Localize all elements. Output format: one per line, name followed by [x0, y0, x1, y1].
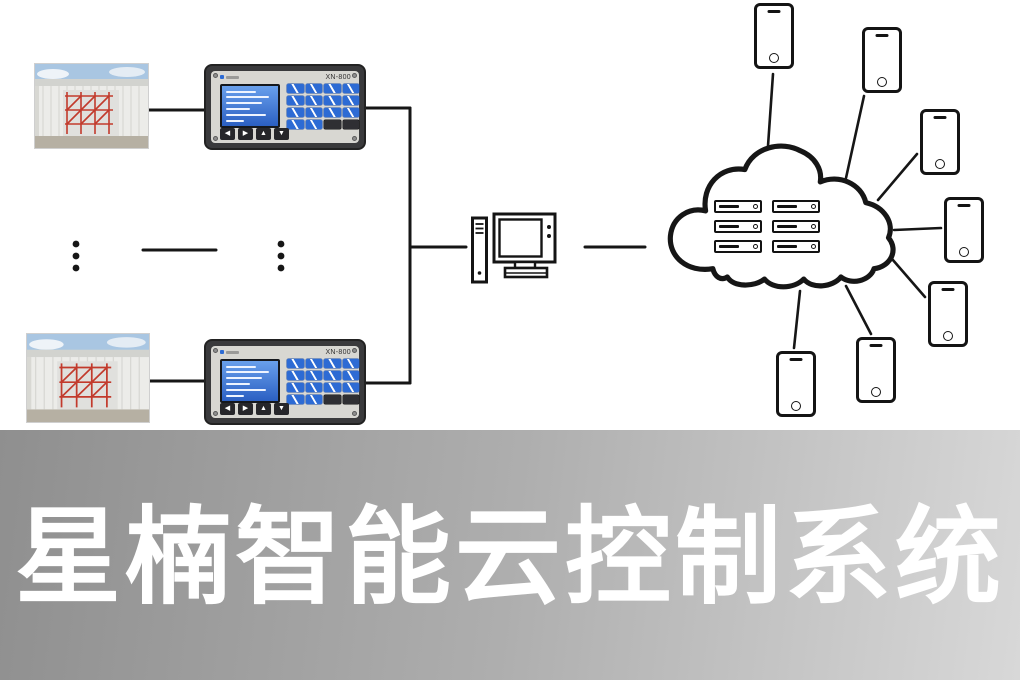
keypad-key — [287, 84, 304, 93]
down-arrow-key: ▼ — [274, 128, 289, 140]
screw-icon — [352, 348, 357, 353]
server-slot — [719, 245, 739, 248]
keypad-key — [287, 96, 304, 105]
keypad-key — [324, 383, 341, 392]
keypad-key — [287, 395, 304, 404]
keypad-key — [287, 359, 304, 368]
ellipsis-left-icon — [72, 240, 80, 272]
controller-keypad — [287, 84, 359, 129]
title-banner: 星楠智能云控制系统 — [0, 430, 1020, 680]
controller-xn800-2: XN-800 ◀ ▶ ▲ ▼ — [204, 339, 366, 425]
phone-icon-4 — [944, 197, 984, 263]
keypad-key — [305, 371, 322, 380]
keypad-key — [324, 108, 341, 117]
keypad-key — [287, 120, 304, 129]
brand-mark-icon — [220, 75, 239, 79]
controller-panel: XN-800 ◀ ▶ ▲ ▼ — [211, 71, 359, 143]
keypad-key — [324, 371, 341, 380]
server-led — [811, 204, 816, 209]
keypad-key — [305, 120, 322, 129]
keypad-key — [342, 96, 359, 105]
site-photo-1 — [35, 64, 148, 148]
server-slot — [777, 245, 797, 248]
keypad-key — [342, 359, 359, 368]
keypad-key — [324, 96, 341, 105]
phone-icon-7 — [776, 351, 816, 417]
up-arrow-key: ▲ — [256, 128, 271, 140]
screw-icon — [213, 136, 218, 141]
screw-icon — [352, 136, 357, 141]
server-icon — [714, 240, 762, 253]
desktop-computer-icon — [469, 207, 561, 287]
keypad-key — [342, 108, 359, 117]
keypad-key — [324, 359, 341, 368]
server-led — [753, 224, 758, 229]
keypad-key — [342, 371, 359, 380]
server-slot — [719, 225, 739, 228]
phone-icon-2 — [862, 27, 902, 93]
controller-screen — [220, 359, 280, 403]
keypad-key — [324, 120, 341, 129]
phone-icon-1 — [754, 3, 794, 69]
screw-icon — [213, 73, 218, 78]
server-slot — [777, 205, 797, 208]
keypad-key — [305, 395, 322, 404]
controller-screen — [220, 84, 280, 128]
server-led — [811, 244, 816, 249]
controller-nav-keys: ◀ ▶ ▲ ▼ — [220, 403, 289, 415]
keypad-key — [287, 371, 304, 380]
keypad-key — [287, 383, 304, 392]
screw-icon — [352, 411, 357, 416]
server-led — [753, 204, 758, 209]
keypad-key — [287, 108, 304, 117]
right-arrow-key: ▶ — [238, 403, 253, 415]
server-icon — [772, 220, 820, 233]
phone-icon-6 — [856, 337, 896, 403]
down-arrow-key: ▼ — [274, 403, 289, 415]
model-label: XN-800 — [325, 74, 351, 81]
keypad-key — [342, 120, 359, 129]
cloud-to-phone-lines — [766, 72, 943, 350]
server-icon — [714, 200, 762, 213]
keypad-key — [305, 84, 322, 93]
controller-nav-keys: ◀ ▶ ▲ ▼ — [220, 128, 289, 140]
server-icon — [772, 200, 820, 213]
keypad-key — [342, 383, 359, 392]
banner-title: 星楠智能云控制系统 — [15, 499, 1005, 617]
keypad-key — [305, 96, 322, 105]
keypad-key — [324, 84, 341, 93]
controller-keypad — [287, 359, 359, 404]
phone-icon-3 — [920, 109, 960, 175]
screw-icon — [213, 348, 218, 353]
site-photo-2 — [27, 334, 149, 422]
keypad-key — [305, 383, 322, 392]
cloud-icon — [656, 136, 904, 294]
server-led — [811, 224, 816, 229]
left-arrow-key: ◀ — [220, 128, 235, 140]
server-led — [753, 244, 758, 249]
server-icon — [714, 220, 762, 233]
cloud-server-cluster — [714, 200, 820, 253]
left-arrow-key: ◀ — [220, 403, 235, 415]
keypad-key — [324, 395, 341, 404]
connection-lines — [72, 72, 943, 385]
ellipsis-middle-icon — [277, 240, 285, 272]
keypad-key — [342, 84, 359, 93]
phone-icon-5 — [928, 281, 968, 347]
screw-icon — [213, 411, 218, 416]
right-arrow-key: ▶ — [238, 128, 253, 140]
controller-panel: XN-800 ◀ ▶ ▲ ▼ — [211, 346, 359, 418]
server-slot — [719, 205, 739, 208]
up-arrow-key: ▲ — [256, 403, 271, 415]
keypad-key — [305, 108, 322, 117]
model-label: XN-800 — [325, 349, 351, 356]
keypad-key — [305, 359, 322, 368]
controller-xn800-1: XN-800 ◀ ▶ ▲ ▼ — [204, 64, 366, 150]
server-slot — [777, 225, 797, 228]
keypad-key — [342, 395, 359, 404]
screw-icon — [352, 73, 357, 78]
server-icon — [772, 240, 820, 253]
brand-mark-icon — [220, 350, 239, 354]
